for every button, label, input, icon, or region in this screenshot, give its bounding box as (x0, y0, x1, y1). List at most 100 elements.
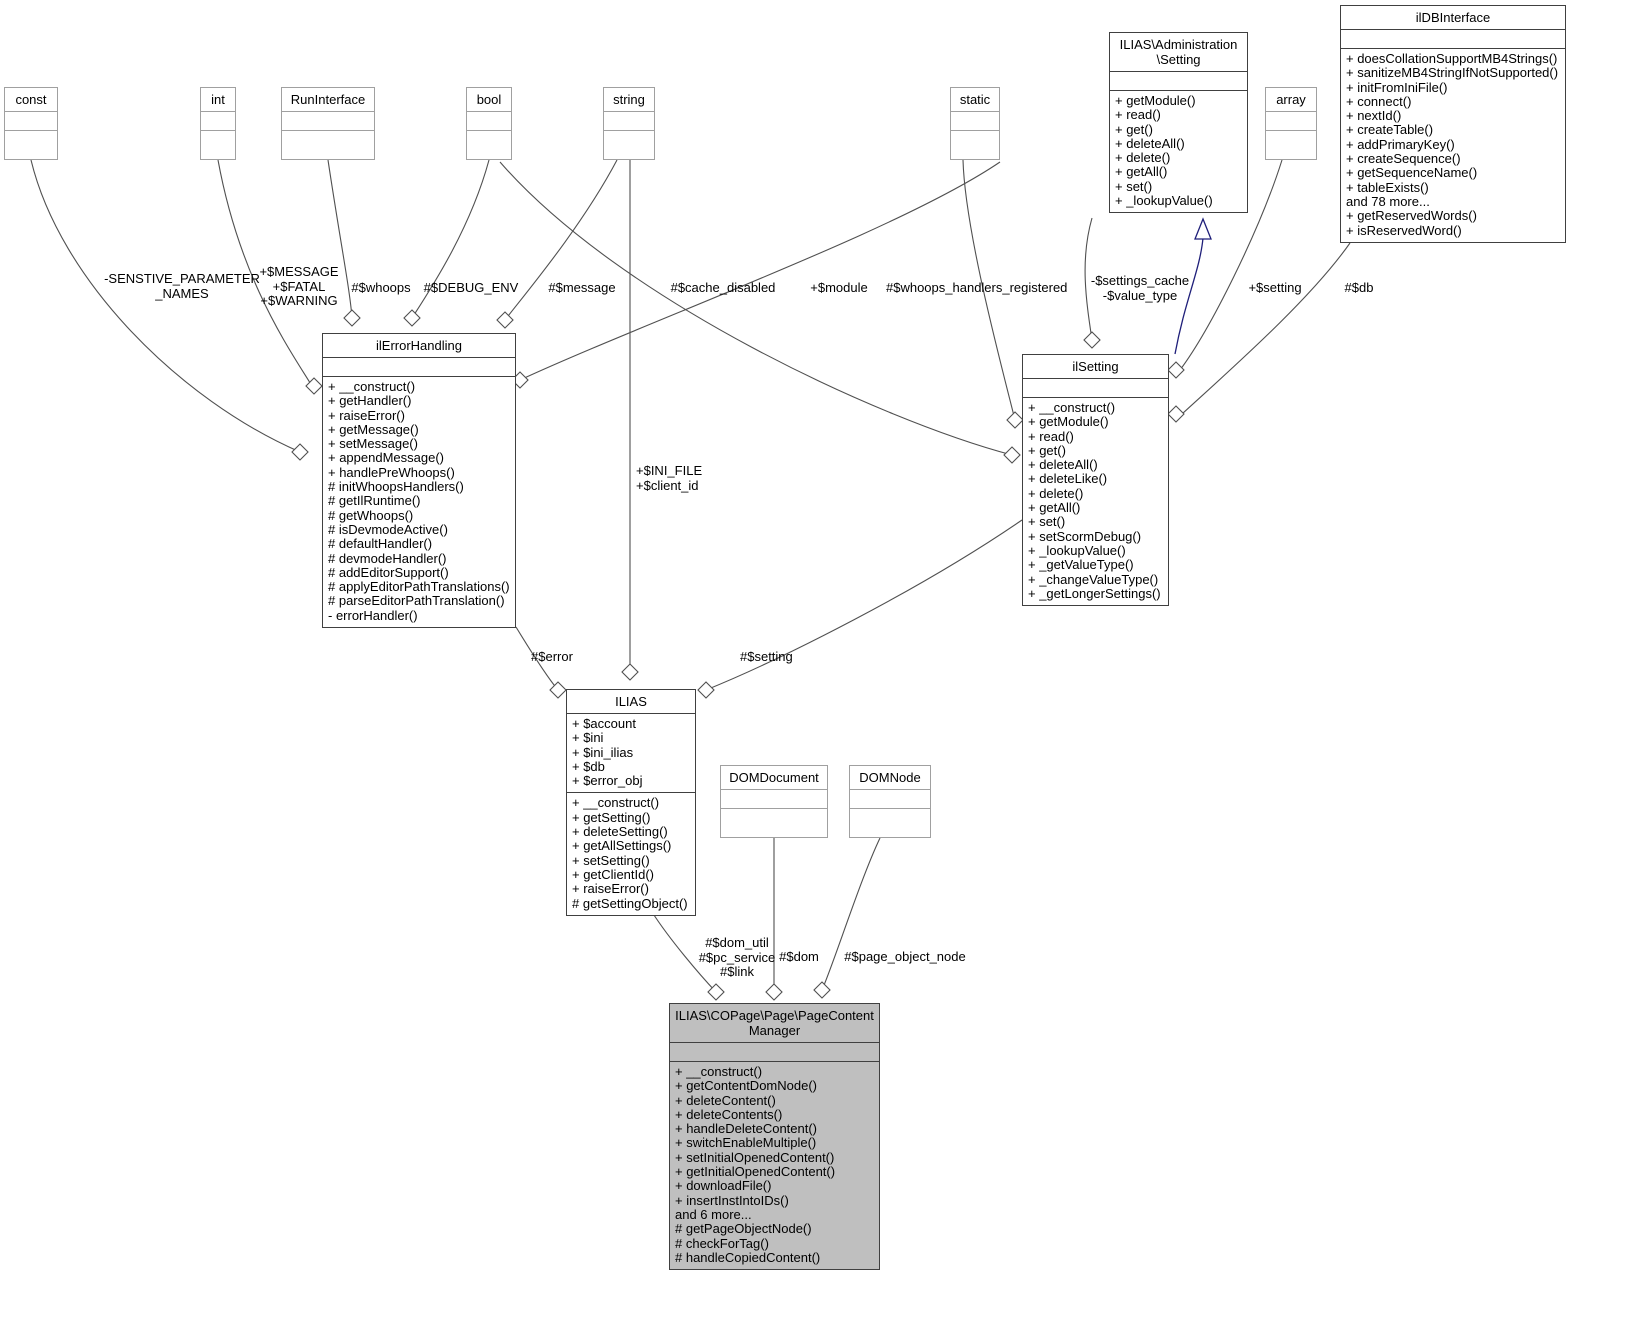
method-row: # handleCopiedContent() (675, 1249, 821, 1265)
divider (1110, 71, 1247, 72)
method-row: + get() (1028, 442, 1066, 458)
method-row: + _lookupValue() (1115, 193, 1213, 209)
method-row: + doesCollationSupportMB4Strings() (1346, 51, 1558, 66)
methods-compartment (721, 809, 827, 827)
attributes-compartment (1341, 30, 1565, 48)
divider (567, 792, 695, 794)
method-row: + deleteLike() (1028, 471, 1108, 487)
methods-compartment (850, 809, 930, 827)
class-name-ilsetting: ilSetting (1072, 359, 1119, 374)
class-name-administration-setting: ILIAS\Administration \Setting (1119, 37, 1238, 67)
method-row: + set() (1028, 514, 1066, 530)
methods-compartment (467, 131, 511, 149)
method-row: + __construct() (328, 379, 416, 394)
method-row: + insertInstIntoIDs() (675, 1192, 789, 1208)
method-row: + handleDeleteContent() (675, 1121, 818, 1137)
method-row: + getSequenceName() (1346, 165, 1478, 181)
method-row: + deleteAll() (1028, 457, 1098, 473)
class-box-administration-setting[interactable]: ILIAS\Administration \Setting + getModul… (1109, 32, 1248, 214)
method-row: + createSequence() (1346, 151, 1461, 167)
methods-compartment: + __construct() + getHandler() + raiseEr… (323, 377, 515, 627)
attributes-compartment (323, 358, 515, 376)
divider (1023, 378, 1168, 379)
method-row: + nextId() (1346, 108, 1402, 124)
class-box-const[interactable]: const (4, 87, 58, 160)
methods-compartment: + __construct() + getModule() + read() +… (1023, 398, 1168, 605)
method-row: + setSetting() (572, 852, 650, 868)
attribute-row: + $ini_ilias (572, 744, 634, 760)
method-row: + getAll() (1115, 164, 1168, 180)
method-row: + raiseError() (572, 881, 649, 897)
class-box-ilerrorhandling[interactable]: ilErrorHandling + __construct() + getHan… (322, 333, 516, 629)
method-row: + raiseError() (328, 407, 405, 423)
method-row: + getContentDomNode() (675, 1078, 817, 1094)
divider (467, 130, 511, 131)
method-row: + read() (1115, 107, 1161, 123)
attribute-row: + $error_obj (572, 773, 643, 789)
method-row: + deleteSetting() (572, 824, 668, 840)
edge-label-setting-array: +$setting (1248, 280, 1302, 295)
methods-compartment: + __construct() + getContentDomNode() + … (670, 1062, 879, 1269)
class-box-int[interactable]: int (200, 87, 236, 160)
method-row: # parseEditorPathTranslation() (328, 593, 505, 609)
attribute-row: + $db (572, 758, 605, 774)
divider (721, 789, 827, 790)
class-name-int: int (211, 92, 225, 107)
class-box-array[interactable]: array (1265, 87, 1317, 160)
methods-compartment: + doesCollationSupportMB4Strings() + san… (1341, 49, 1565, 242)
method-row: + handlePreWhoops() (328, 464, 455, 480)
method-row: + getInitialOpenedContent() (675, 1164, 836, 1180)
class-name-domdocument: DOMDocument (729, 770, 819, 785)
class-box-domdocument[interactable]: DOMDocument (720, 765, 828, 838)
methods-compartment (282, 131, 374, 149)
methods-compartment (201, 131, 235, 149)
edge-label-whoops-handlers-registered: #$whoops_handlers_registered (886, 280, 1068, 295)
method-row: # defaultHandler() (328, 536, 433, 552)
edge-label-debug-env: #$DEBUG_ENV (423, 280, 519, 295)
method-row: + addPrimaryKey() (1346, 136, 1455, 152)
edge-label-whoops: #$whoops (351, 280, 411, 295)
class-box-pagecontentmanager[interactable]: ILIAS\COPage\Page\PageContent Manager + … (669, 1003, 880, 1271)
class-name-runinterface: RunInterface (290, 92, 366, 107)
method-row: + _lookupValue() (1028, 542, 1126, 558)
method-row: # getWhoops() (328, 507, 414, 523)
method-row: + initFromIniFile() (1346, 79, 1448, 95)
edge-label-message: #$message (548, 280, 616, 295)
class-box-domnode[interactable]: DOMNode (849, 765, 931, 838)
attribute-row: + $account (572, 716, 636, 731)
class-box-string[interactable]: string (603, 87, 655, 160)
class-box-bool[interactable]: bool (466, 87, 512, 160)
class-name-string: string (613, 92, 645, 107)
class-box-ilias[interactable]: ILIAS + $account + $ini + $ini_ilias + $… (566, 689, 696, 916)
divider (1110, 90, 1247, 91)
class-name-pagecontentmanager: ILIAS\COPage\Page\PageContent Manager (675, 1008, 874, 1038)
divider (467, 111, 511, 112)
edge-label-error: #$error (531, 649, 573, 664)
method-row: # devmodeHandler() (328, 550, 447, 566)
method-row: + getAll() (1028, 500, 1081, 516)
divider (1341, 29, 1565, 30)
attributes-compartment (1023, 379, 1168, 397)
method-row: + _changeValueType() (1028, 571, 1159, 587)
edge-label-dom-util-pc-service-link: #$dom_util #$pc_service #$link (698, 935, 776, 979)
class-box-static[interactable]: static (950, 87, 1000, 160)
divider (1023, 397, 1168, 398)
attributes-compartment (951, 112, 999, 130)
divider (5, 111, 57, 112)
divider (323, 376, 515, 377)
class-box-runinterface[interactable]: RunInterface (281, 87, 375, 160)
method-row: + read() (1028, 428, 1074, 444)
edge-label-message-fatal-warning: +$MESSAGE +$FATAL +$WARNING (259, 264, 339, 308)
attributes-compartment (467, 112, 511, 130)
attributes-compartment (201, 112, 235, 130)
divider (5, 130, 57, 131)
attributes-compartment (5, 112, 57, 130)
method-row: # applyEditorPathTranslations() (328, 579, 510, 595)
class-box-ilsetting[interactable]: ilSetting + __construct() + getModule() … (1022, 354, 1169, 607)
methods-compartment: + getModule() + read() + get() + deleteA… (1110, 91, 1247, 212)
attributes-compartment (604, 112, 654, 130)
divider (604, 130, 654, 131)
method-row: + setMessage() (328, 436, 418, 452)
class-box-ildbinterface[interactable]: ilDBInterface + doesCollationSupportMB4S… (1340, 5, 1566, 243)
